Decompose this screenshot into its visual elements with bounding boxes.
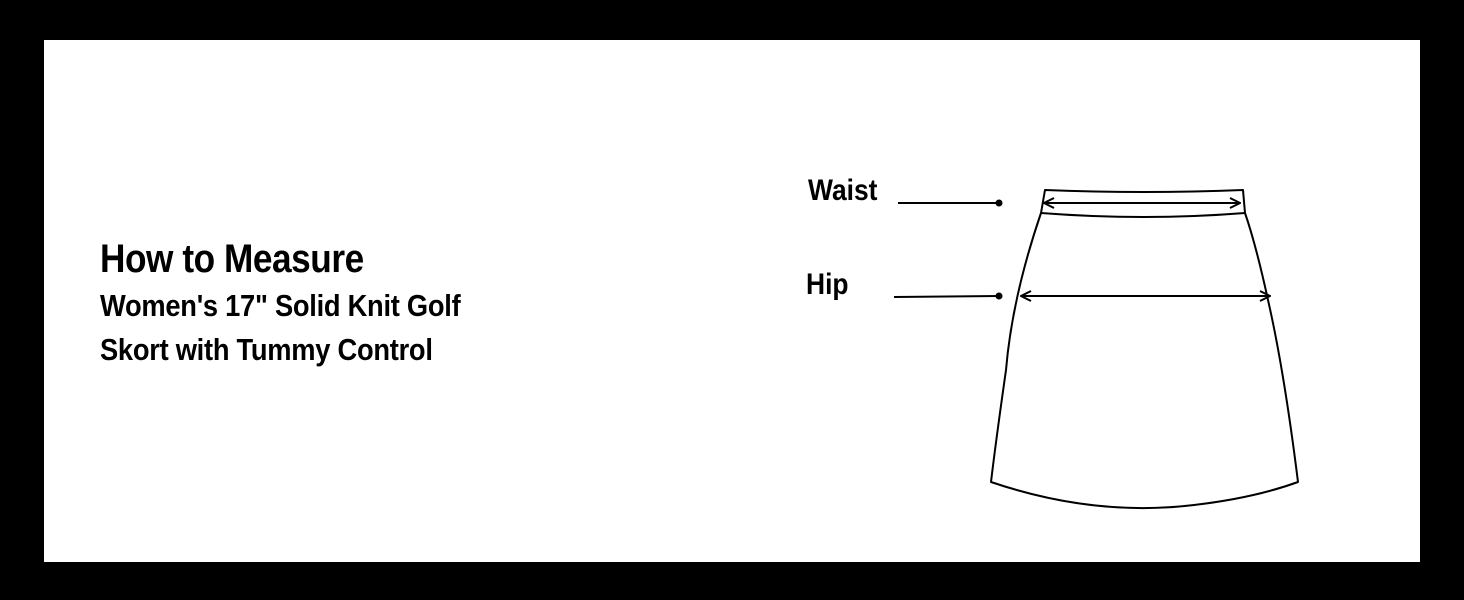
skirt-body-shape [990, 212, 1299, 510]
measurement-diagram [893, 189, 1299, 510]
product-name-line-2: Skort with Tummy Control [100, 332, 433, 367]
waist-label: Waist [808, 174, 878, 207]
hip-label: Hip [806, 268, 849, 301]
hip-leader-line [893, 295, 1000, 298]
waist-leader-dot [995, 199, 1003, 207]
hip-leader-dot [995, 292, 1003, 300]
product-name-line-1: Women's 17" Solid Knit Golf [100, 288, 461, 323]
page-title: How to Measure [100, 237, 364, 281]
heading-block: How to Measure Women's 17" Solid Knit Go… [100, 234, 620, 372]
content-panel: How to Measure Women's 17" Solid Knit Go… [44, 40, 1420, 562]
skort-outline-icon [990, 189, 1299, 510]
